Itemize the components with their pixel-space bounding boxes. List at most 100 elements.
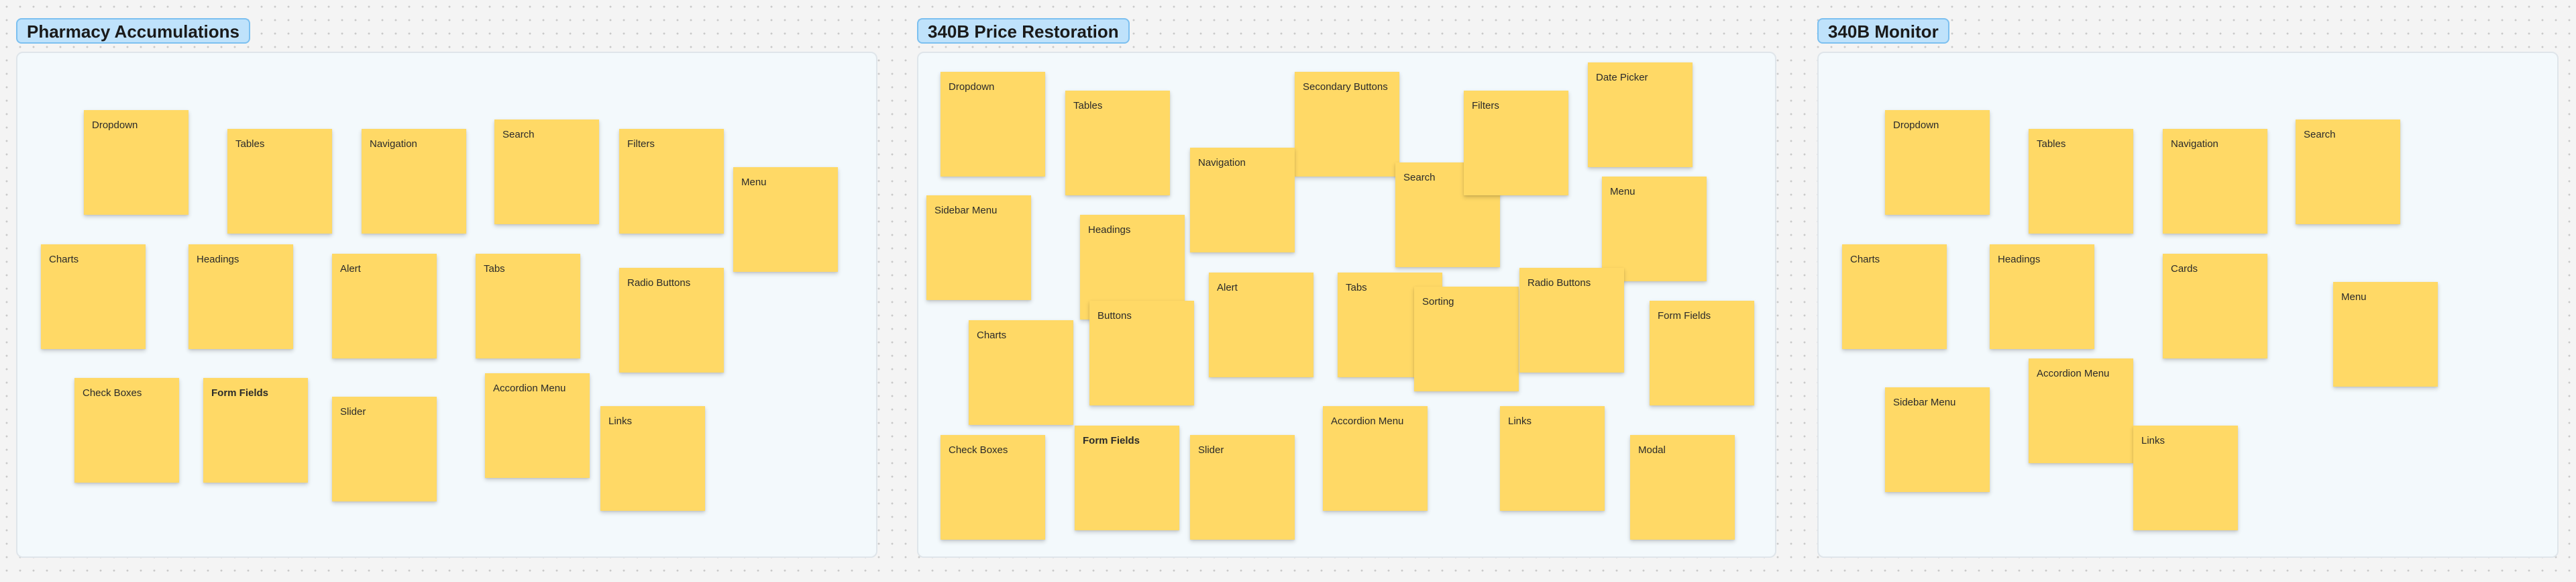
sticky-note-label: Headings [1088, 224, 1131, 236]
sticky-note-tables[interactable]: Tables [227, 129, 332, 234]
sticky-note-label: Headings [197, 254, 239, 265]
sticky-note-label: Menu [741, 177, 767, 188]
sticky-note-sorting[interactable]: Sorting [1414, 287, 1519, 391]
sticky-note-label: Sidebar Menu [1893, 397, 1956, 408]
sticky-note-sidebar-menu[interactable]: Sidebar Menu [1885, 387, 1990, 492]
sticky-note-label: Radio Buttons [627, 277, 691, 289]
sticky-note-headings[interactable]: Headings [189, 244, 293, 349]
sticky-note-label: Alert [1217, 282, 1238, 293]
sticky-note-label: Accordion Menu [1331, 416, 1404, 427]
section-title-pharmacy-accumulations[interactable]: Pharmacy Accumulations [16, 18, 250, 44]
sticky-note-tabs[interactable]: Tabs [476, 254, 580, 358]
section-frame-pharmacy-accumulations[interactable]: Dropdown Tables Navigation Search Filter… [16, 52, 877, 558]
sticky-note-date-picker[interactable]: Date Picker [1588, 62, 1693, 167]
sticky-note-form-fields[interactable]: Form Fields [1650, 301, 1754, 405]
sticky-note-charts[interactable]: Charts [1842, 244, 1947, 349]
sticky-note-label: Form Fields [1658, 310, 1711, 322]
sticky-note-label: Check Boxes [83, 387, 142, 399]
sticky-note-secondary-buttons[interactable]: Secondary Buttons [1295, 72, 1399, 177]
sticky-note-filters[interactable]: Filters [619, 129, 724, 234]
sticky-note-label: Dropdown [949, 81, 995, 93]
sticky-note-menu[interactable]: Menu [733, 167, 838, 272]
sticky-note-alert[interactable]: Alert [1209, 273, 1313, 377]
sticky-note-label: Tabs [484, 263, 505, 275]
sticky-note-label: Slider [340, 406, 366, 418]
sticky-note-label: Filters [627, 138, 655, 150]
sticky-note-label: Accordion Menu [2037, 368, 2110, 379]
sticky-note-dropdown[interactable]: Dropdown [84, 110, 189, 215]
section-frame-340b-price-restoration[interactable]: Dropdown Tables Secondary Buttons Date P… [917, 52, 1776, 558]
sticky-note-menu[interactable]: Menu [2333, 282, 2438, 387]
sticky-note-label: Charts [977, 330, 1007, 341]
sticky-note-label: Form Fields [1083, 435, 1140, 446]
sticky-note-accordion-menu[interactable]: Accordion Menu [2029, 358, 2133, 463]
sticky-note-label: Modal [1638, 444, 1666, 456]
sticky-note-label: Menu [2341, 291, 2367, 303]
sticky-note-label: Check Boxes [949, 444, 1008, 456]
sticky-note-slider[interactable]: Slider [1190, 435, 1295, 540]
sticky-note-label: Links [608, 416, 633, 427]
sticky-note-label: Tables [1073, 100, 1103, 111]
sticky-note-cards[interactable]: Cards [2163, 254, 2267, 358]
sticky-note-modal[interactable]: Modal [1630, 435, 1735, 540]
sticky-note-navigation[interactable]: Navigation [2163, 129, 2267, 234]
sticky-note-links[interactable]: Links [2133, 426, 2238, 530]
sticky-note-label: Navigation [1198, 157, 1246, 168]
sticky-note-label: Charts [49, 254, 79, 265]
sticky-note-label: Headings [1998, 254, 2041, 265]
sticky-note-accordion-menu[interactable]: Accordion Menu [1323, 406, 1428, 511]
sticky-note-charts[interactable]: Charts [41, 244, 146, 349]
sticky-note-label: Search [1403, 172, 1436, 183]
sticky-note-label: Navigation [2171, 138, 2218, 150]
sticky-note-radio-buttons[interactable]: Radio Buttons [619, 268, 724, 373]
sticky-note-buttons[interactable]: Buttons [1089, 301, 1194, 405]
sticky-note-label: Tables [235, 138, 265, 150]
sticky-note-label: Search [2304, 129, 2336, 140]
sticky-note-charts[interactable]: Charts [969, 320, 1073, 425]
sticky-note-links[interactable]: Links [1500, 406, 1605, 511]
sticky-note-label: Dropdown [1893, 119, 1939, 131]
sticky-note-search[interactable]: Search [494, 119, 599, 224]
sticky-note-filters[interactable]: Filters [1464, 91, 1568, 195]
sticky-note-headings[interactable]: Headings [1990, 244, 2094, 349]
sticky-note-label: Slider [1198, 444, 1224, 456]
sticky-note-label: Dropdown [92, 119, 138, 131]
sticky-note-tables[interactable]: Tables [2029, 129, 2133, 234]
sticky-note-tables[interactable]: Tables [1065, 91, 1170, 195]
sticky-note-dropdown[interactable]: Dropdown [1885, 110, 1990, 215]
sticky-note-sidebar-menu[interactable]: Sidebar Menu [926, 195, 1031, 300]
sticky-note-label: Filters [1472, 100, 1499, 111]
sticky-note-label: Links [2141, 435, 2165, 446]
sticky-note-dropdown[interactable]: Dropdown [941, 72, 1045, 177]
sticky-note-label: Tabs [1346, 282, 1367, 293]
sticky-note-radio-buttons[interactable]: Radio Buttons [1519, 268, 1624, 373]
sticky-note-label: Sorting [1422, 296, 1454, 307]
section-frame-340b-monitor[interactable]: Dropdown Tables Navigation Search Charts… [1817, 52, 2559, 558]
sticky-note-label: Buttons [1097, 310, 1132, 322]
sticky-note-label: Date Picker [1596, 72, 1648, 83]
sticky-note-check-boxes[interactable]: Check Boxes [74, 378, 179, 483]
sticky-note-label: Cards [2171, 263, 2198, 275]
sticky-note-label: Navigation [370, 138, 417, 150]
sticky-note-slider[interactable]: Slider [332, 397, 437, 501]
sticky-note-label: Secondary Buttons [1303, 81, 1388, 93]
sticky-note-label: Form Fields [211, 387, 269, 399]
section-title-340b-monitor[interactable]: 340B Monitor [1817, 18, 1949, 44]
sticky-note-links[interactable]: Links [600, 406, 705, 511]
sticky-note-label: Tables [2037, 138, 2066, 150]
sticky-note-label: Links [1508, 416, 1532, 427]
sticky-note-alert[interactable]: Alert [332, 254, 437, 358]
sticky-note-label: Radio Buttons [1527, 277, 1591, 289]
sticky-note-form-fields[interactable]: Form Fields [203, 378, 308, 483]
sticky-note-navigation[interactable]: Navigation [1190, 148, 1295, 252]
sticky-note-label: Accordion Menu [493, 383, 566, 394]
sticky-note-check-boxes[interactable]: Check Boxes [941, 435, 1045, 540]
sticky-note-form-fields-bold[interactable]: Form Fields [1075, 426, 1179, 530]
sticky-note-navigation[interactable]: Navigation [362, 129, 466, 234]
sticky-note-menu[interactable]: Menu [1602, 177, 1707, 281]
sticky-note-label: Sidebar Menu [934, 205, 998, 216]
sticky-note-label: Charts [1850, 254, 1880, 265]
sticky-note-accordion-menu[interactable]: Accordion Menu [485, 373, 590, 478]
section-title-340b-price-restoration[interactable]: 340B Price Restoration [917, 18, 1130, 44]
sticky-note-search[interactable]: Search [2296, 119, 2400, 224]
